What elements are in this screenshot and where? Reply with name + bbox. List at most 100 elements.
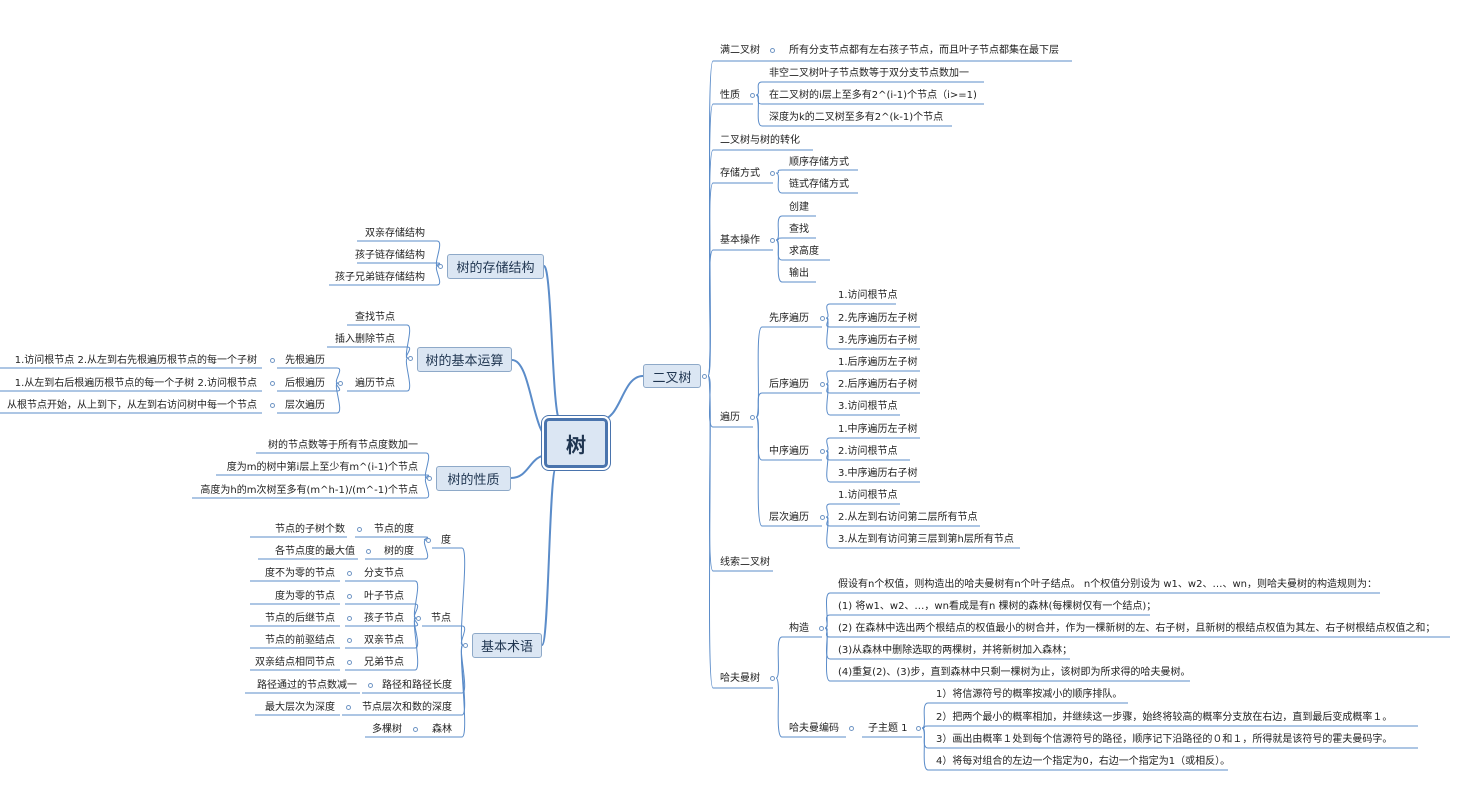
node-level-depth[interactable]: 节点层次和数的深度 [362,702,452,713]
leaf-inorder-1[interactable]: 1.中序遍历左子树 [838,424,918,435]
collapse-toggle-sibling-node[interactable] [347,660,352,665]
collapse-toggle-tree-ops[interactable] [408,356,413,361]
topic-basic-terms[interactable]: 基本术语 [472,633,542,658]
leaf-bt-property-1[interactable]: 非空二叉树叶子节点数等于双分支节点数加一 [769,68,969,79]
node-preorder[interactable]: 先序遍历 [769,313,809,324]
leaf-inorder-2[interactable]: 2.访问根节点 [838,446,898,457]
collapse-toggle-branch-node[interactable] [347,571,352,576]
leaf-preorder-1[interactable]: 1.访问根节点 [838,290,898,301]
collapse-toggle-level-depth[interactable] [346,705,351,710]
leaf-tree-property-1[interactable]: 树的节点数等于所有节点度数加一 [268,440,418,451]
leaf-level-depth-desc[interactable]: 最大层次为深度 [265,702,335,713]
leaf-preroot-desc[interactable]: 1.访问根节点 2.从左到右先根遍历根节点的每一个子树 [14,355,257,366]
collapse-toggle-path-length[interactable] [368,683,373,688]
leaf-bt-storage-1[interactable]: 顺序存储方式 [789,157,849,168]
collapse-toggle-tree-properties[interactable] [427,476,432,481]
collapse-toggle-degree[interactable] [426,538,431,543]
leaf-tree-storage-2[interactable]: 孩子链存储结构 [355,250,425,261]
node-full-binary-tree[interactable]: 满二叉树 [720,45,760,56]
leaf-node-degree-desc[interactable]: 节点的子树个数 [275,524,345,535]
collapse-toggle-tree-storage[interactable] [438,264,443,269]
node-huffman[interactable]: 哈夫曼树 [720,673,760,684]
collapse-toggle-child-node[interactable] [347,616,352,621]
leaf-construct-3[interactable]: (2) 在森林中选出两个根结点的权值最小的树合并，作为一棵新树的左、右子树，且新… [838,623,1436,634]
leaf-tree-storage-1[interactable]: 双亲存储结构 [365,228,425,239]
leaf-construct-4[interactable]: (3)从森林中删除选取的两棵树，并将新树加入森林； [838,645,1073,656]
leaf-inorder-3[interactable]: 3.中序遍历右子树 [838,468,918,479]
collapse-toggle-bt-ops[interactable] [770,238,775,243]
leaf-levelorder-3[interactable]: 3.从左到有访问第三层到第h层所有节点 [838,534,1014,545]
node-bt-ops[interactable]: 基本操作 [720,235,760,246]
topic-tree-properties[interactable]: 树的性质 [436,466,511,491]
node-level-traversal[interactable]: 层次遍历 [285,400,325,411]
node-branch-node[interactable]: 分支节点 [364,568,404,579]
leaf-tree-property-2[interactable]: 度为m的树中第i层上至少有m^(i-1)个节点 [226,462,418,473]
node-forest[interactable]: 森林 [432,724,452,735]
leaf-bt-property-3[interactable]: 深度为k的二叉树至多有2^(k-1)个节点 [769,112,944,123]
node-node[interactable]: 节点 [431,613,451,624]
leaf-leaf-node-desc[interactable]: 度为零的节点 [275,591,335,602]
collapse-toggle-preorder[interactable] [820,316,825,321]
leaf-preorder-3[interactable]: 3.先序遍历右子树 [838,335,918,346]
collapse-toggle-postroot[interactable] [270,381,275,386]
leaf-construct-1[interactable]: 假设有n个权值，则构造出的哈夫曼树有n个叶子结点。 n个权值分别设为 w1、w2… [838,579,1377,590]
leaf-tree-storage-3[interactable]: 孩子兄弟链存储结构 [335,272,425,283]
leaf-coding-3[interactable]: 3）画出由概率１处到每个信源符号的路径，顺序记下沿路径的０和１，所得就是该符号的… [936,734,1393,745]
leaf-coding-2[interactable]: 2）把两个最小的概率相加，并继续这一步骤，始终将较高的概率分支放在右边，直到最后… [936,712,1393,723]
node-threaded-bt[interactable]: 线索二叉树 [720,557,770,568]
leaf-coding-4[interactable]: 4）将每对组合的左边一个指定为0，右边一个指定为1（或相反）。 [936,756,1231,767]
leaf-child-node-desc[interactable]: 节点的后继节点 [265,613,335,624]
collapse-toggle-subtopic-1[interactable] [916,726,921,731]
node-sibling-node[interactable]: 兄弟节点 [364,657,404,668]
node-bt-storage[interactable]: 存储方式 [720,168,760,179]
leaf-sibling-node-desc[interactable]: 双亲结点相同节点 [255,657,335,668]
collapse-toggle-leaf-node[interactable] [347,594,352,599]
node-bt-properties[interactable]: 性质 [720,90,740,101]
topic-binary-tree[interactable]: 二叉树 [643,364,701,388]
collapse-toggle-inorder[interactable] [820,449,825,454]
collapse-toggle-binary-tree[interactable] [702,374,707,379]
node-leaf-node[interactable]: 叶子节点 [364,591,404,602]
leaf-bt-op-1[interactable]: 创建 [789,202,809,213]
leaf-full-binary-desc[interactable]: 所有分支节点都有左右孩子节点，而且叶子节点都集在最下层 [789,45,1059,56]
leaf-tree-property-3[interactable]: 高度为h的m次树至多有(m^h-1)/(m^-1)个节点 [200,485,418,496]
root-topic[interactable]: 树 [544,418,608,468]
node-huffman-coding[interactable]: 哈夫曼编码 [789,723,839,734]
leaf-path-length-desc[interactable]: 路径通过的节点数减一 [257,680,357,691]
node-degree[interactable]: 度 [441,535,451,546]
node-bt-traversal[interactable]: 遍历 [720,412,740,423]
node-bt-conversion[interactable]: 二叉树与树的转化 [720,135,800,146]
collapse-toggle-level[interactable] [270,403,275,408]
leaf-find-node[interactable]: 查找节点 [355,312,395,323]
leaf-branch-node-desc[interactable]: 度不为零的节点 [265,568,335,579]
leaf-postorder-3[interactable]: 3.访问根节点 [838,401,898,412]
leaf-preorder-2[interactable]: 2.先序遍历左子树 [838,313,918,324]
node-path-length[interactable]: 路径和路径长度 [382,680,452,691]
collapse-toggle-bt-storage[interactable] [770,171,775,176]
collapse-toggle-huffman-coding[interactable] [849,726,854,731]
collapse-toggle-basic-terms[interactable] [463,643,468,648]
node-inorder[interactable]: 中序遍历 [769,446,809,457]
collapse-toggle-node[interactable] [416,616,421,621]
node-traverse-nodes[interactable]: 遍历节点 [355,378,395,389]
topic-tree-ops[interactable]: 树的基本运算 [417,347,512,372]
leaf-levelorder-2[interactable]: 2.从左到右访问第二层所有节点 [838,512,978,523]
leaf-tree-degree-desc[interactable]: 各节点度的最大值 [275,546,355,557]
collapse-toggle-tree-degree[interactable] [366,549,371,554]
leaf-postorder-1[interactable]: 1.后序遍历左子树 [838,357,918,368]
leaf-bt-op-2[interactable]: 查找 [789,224,809,235]
leaf-construct-5[interactable]: (4)重复(2)、(3)步，直到森林中只剩一棵树为止，该树即为所求得的哈夫曼树。 [838,667,1191,678]
collapse-toggle-levelorder[interactable] [820,515,825,520]
node-postroot-traversal[interactable]: 后根遍历 [285,378,325,389]
collapse-toggle-node-degree[interactable] [357,527,362,532]
collapse-toggle-full-binary[interactable] [770,48,775,53]
leaf-bt-op-3[interactable]: 求高度 [789,246,819,257]
leaf-bt-storage-2[interactable]: 链式存储方式 [789,179,849,190]
collapse-toggle-bt-traversal[interactable] [750,415,755,420]
collapse-toggle-huffman-construct[interactable] [819,626,824,631]
leaf-insert-delete-node[interactable]: 插入删除节点 [335,334,395,345]
node-parent-node[interactable]: 双亲节点 [364,635,404,646]
node-child-node[interactable]: 孩子节点 [364,613,404,624]
node-levelorder[interactable]: 层次遍历 [769,512,809,523]
collapse-toggle-bt-properties[interactable] [750,93,755,98]
